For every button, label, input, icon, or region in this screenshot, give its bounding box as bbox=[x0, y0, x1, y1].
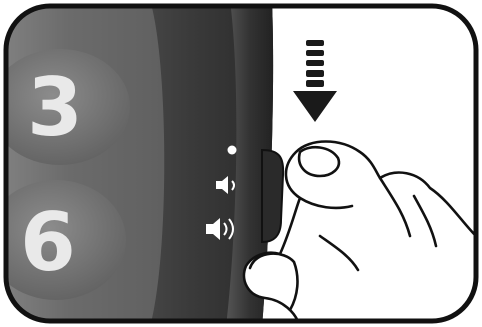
key-3-label: 3 bbox=[27, 61, 83, 154]
dot-icon bbox=[228, 146, 237, 155]
key-6-label: 6 bbox=[20, 196, 76, 289]
volume-rocker bbox=[262, 150, 283, 242]
